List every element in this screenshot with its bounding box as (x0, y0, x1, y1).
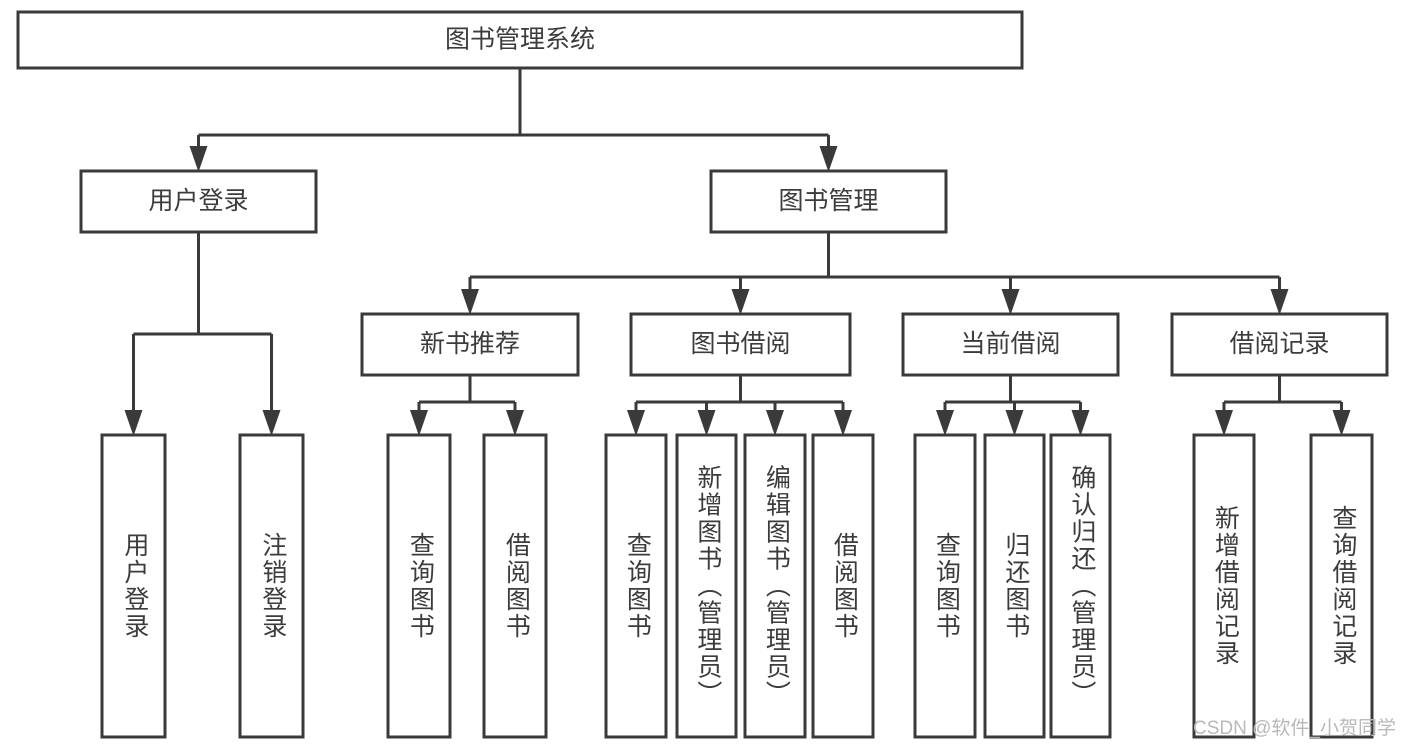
arrow-head-icon (189, 146, 208, 172)
csdn-watermark: CSDN @软件_小贺同学 (1193, 717, 1396, 739)
node-box-current-borrow[interactable] (901, 312, 1120, 377)
connector-layer (124, 68, 1351, 436)
node-label-leaf-edit-book: 编辑图书（管理员） (762, 465, 791, 708)
node-box-leaf-confirm-return[interactable] (1049, 433, 1112, 739)
node-label-leaf-query-borrow-record: 查询借阅记录 (1329, 505, 1358, 667)
arrow-head-icon (124, 410, 143, 436)
node-label-leaf-user-login: 用户登录 (121, 532, 150, 640)
node-label-leaf-query-book-borrow: 查询图书 (623, 532, 652, 640)
node-leaf-user-login[interactable]: 用户登录 (100, 433, 167, 739)
node-label-leaf-add-borrow-record: 新增借阅记录 (1211, 505, 1240, 667)
node-box-leaf-query-book-borrow[interactable] (604, 433, 668, 739)
node-leaf-query-book-recommend[interactable]: 查询图书 (386, 433, 452, 739)
node-box-borrow-record[interactable] (1170, 312, 1389, 377)
node-leaf-borrow-book-recommend[interactable]: 借阅图书 (482, 433, 548, 739)
arrow-head-icon (1332, 410, 1351, 436)
node-leaf-query-borrow-record[interactable]: 查询借阅记录 (1309, 433, 1374, 739)
node-current-borrow[interactable]: 当前借阅 (901, 312, 1120, 377)
node-borrow-record[interactable]: 借阅记录 (1170, 312, 1389, 377)
arrow-head-icon (1001, 289, 1020, 315)
node-label-leaf-add-book: 新增图书（管理员） (694, 465, 723, 708)
node-book-manage[interactable]: 图书管理 (709, 169, 948, 234)
node-box-leaf-query-book-current[interactable] (913, 433, 977, 739)
node-leaf-logout[interactable]: 注销登录 (238, 433, 305, 739)
node-root[interactable]: 图书管理系统 (16, 10, 1024, 70)
arrow-head-icon (1270, 289, 1289, 315)
connector-group-book-manage (461, 232, 1289, 315)
node-box-leaf-logout[interactable] (238, 433, 305, 739)
node-label-new-book-recommend: 新书推荐 (420, 330, 520, 358)
node-box-leaf-query-borrow-record[interactable] (1309, 433, 1374, 739)
node-label-leaf-return-book: 归还图书 (1002, 532, 1031, 640)
node-box-leaf-borrow-book-recommend[interactable] (482, 433, 548, 739)
node-label-book-borrow: 图书借阅 (690, 330, 790, 358)
node-leaf-borrow-book[interactable]: 借阅图书 (811, 433, 875, 739)
node-leaf-add-borrow-record[interactable]: 新增借阅记录 (1192, 433, 1256, 739)
node-label-leaf-borrow-book: 借阅图书 (830, 532, 859, 640)
node-box-leaf-add-book[interactable] (675, 433, 738, 739)
arrow-head-icon (627, 410, 645, 436)
node-box-leaf-user-login[interactable] (100, 433, 167, 739)
node-box-leaf-return-book[interactable] (983, 433, 1046, 739)
node-label-borrow-record: 借阅记录 (1229, 330, 1329, 358)
node-box-new-book-recommend[interactable] (360, 312, 580, 377)
node-box-leaf-query-book-recommend[interactable] (386, 433, 452, 739)
node-leaf-return-book[interactable]: 归还图书 (983, 433, 1046, 739)
arrow-head-icon (731, 289, 750, 315)
node-user-login[interactable]: 用户登录 (79, 169, 318, 234)
arrow-head-icon (819, 146, 838, 172)
node-label-leaf-query-book-recommend: 查询图书 (406, 532, 435, 640)
arrow-head-icon (1215, 410, 1233, 436)
node-box-leaf-edit-book[interactable] (743, 433, 807, 739)
node-label-book-manage: 图书管理 (778, 187, 878, 215)
arrow-head-icon (1005, 410, 1024, 436)
node-label-root: 图书管理系统 (445, 26, 595, 54)
connector-group-new-book-recommend (410, 375, 524, 436)
node-leaf-query-book-current[interactable]: 查询图书 (913, 433, 977, 739)
arrow-head-icon (697, 410, 716, 436)
node-label-current-borrow: 当前借阅 (960, 330, 1060, 358)
arrow-head-icon (1071, 410, 1090, 436)
node-label-leaf-borrow-book-recommend: 借阅图书 (502, 532, 531, 640)
arrow-head-icon (506, 410, 524, 436)
node-leaf-add-book[interactable]: 新增图书（管理员） (675, 433, 738, 739)
node-box-book-borrow[interactable] (629, 312, 852, 377)
arrow-head-icon (262, 410, 281, 436)
connector-group-borrow-record (1215, 375, 1351, 436)
node-new-book-recommend[interactable]: 新书推荐 (360, 312, 580, 377)
connector-group-book-borrow (627, 375, 852, 436)
node-leaf-confirm-return[interactable]: 确认归还（管理员） (1049, 433, 1112, 739)
node-box-book-manage[interactable] (709, 169, 948, 234)
arrow-head-icon (936, 410, 954, 436)
node-book-borrow[interactable]: 图书借阅 (629, 312, 852, 377)
connector-group-user-login (124, 232, 281, 436)
arrow-head-icon (410, 410, 428, 436)
arrow-head-icon (834, 410, 852, 436)
node-label-leaf-logout: 注销登录 (259, 532, 288, 640)
node-label-user-login: 用户登录 (148, 187, 248, 215)
arrow-head-icon (461, 289, 479, 315)
node-leaf-query-book-borrow[interactable]: 查询图书 (604, 433, 668, 739)
node-label-leaf-confirm-return: 确认归还（管理员） (1068, 465, 1097, 708)
connector-group-root (189, 68, 838, 172)
node-box-leaf-borrow-book[interactable] (811, 433, 875, 739)
node-label-leaf-query-book-current: 查询图书 (932, 532, 961, 640)
node-box-user-login[interactable] (79, 169, 318, 234)
arrow-head-icon (766, 410, 784, 436)
node-leaf-edit-book[interactable]: 编辑图书（管理员） (743, 433, 807, 739)
node-box-root[interactable] (16, 10, 1024, 70)
connector-group-current-borrow (936, 375, 1090, 436)
node-box-leaf-add-borrow-record[interactable] (1192, 433, 1256, 739)
node-layer: 图书管理系统用户登录图书管理新书推荐图书借阅当前借阅借阅记录用户登录注销登录查询… (16, 10, 1389, 739)
